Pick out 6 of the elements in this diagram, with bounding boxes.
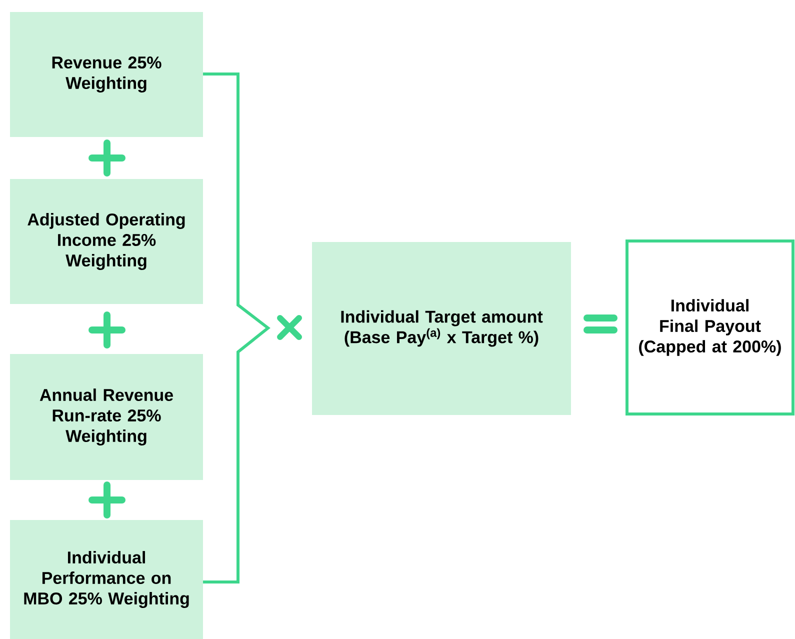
weighting-box: Adjusted Operating Income 25% Weighting: [10, 179, 203, 304]
weighting-box: Revenue 25% Weighting: [10, 12, 203, 137]
payout-box: Individual Final Payout (Capped at 200%): [626, 240, 794, 416]
weighting-box: Annual Revenue Run-rate 25% Weighting: [10, 354, 203, 480]
target-box: Individual Target amount (Base Pay$^{(a)}$ x Target %): [312, 242, 571, 415]
weighting-box: Individual Performance on MBO 25% Weighting: [10, 520, 203, 639]
